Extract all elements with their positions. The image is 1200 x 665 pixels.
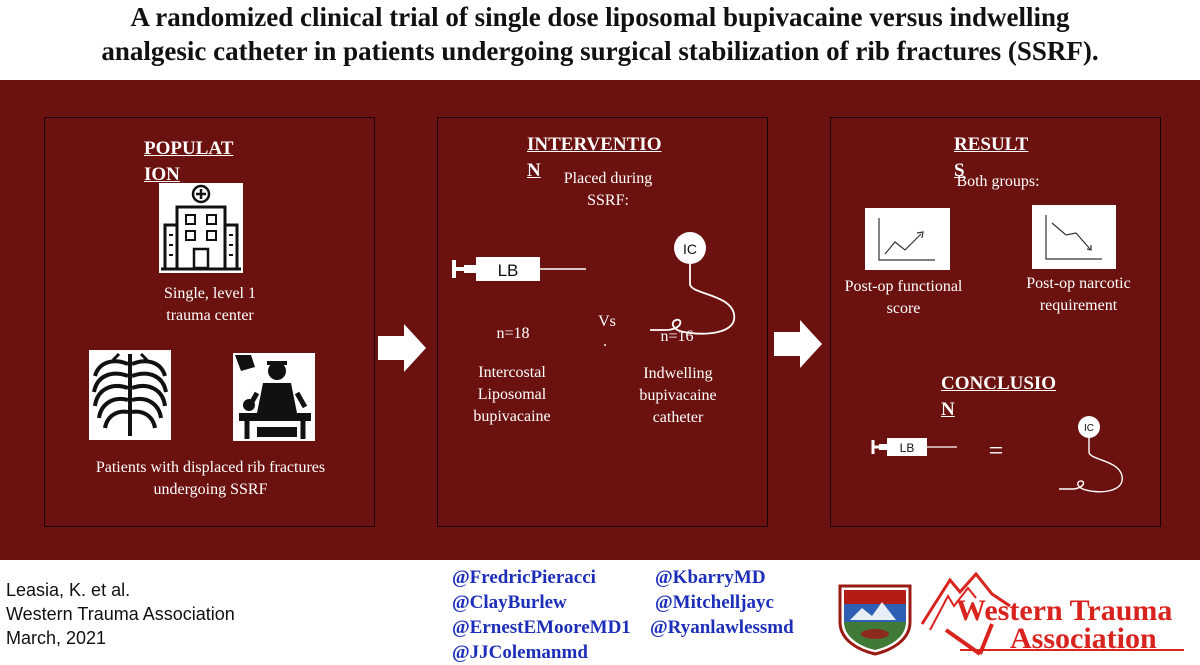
trend-up-chart-icon	[865, 208, 950, 270]
main-area: POPULATION Single, level 1 trauma center	[0, 80, 1200, 560]
conclusion-heading: CONCLUSION	[941, 373, 1057, 420]
results-both-text: Both groups:	[956, 173, 1040, 190]
population-center-text: Single, level 1 trauma center	[164, 285, 256, 324]
citation-author: Leasia, K. et al.	[6, 580, 131, 600]
slide-title: A randomized clinical trial of single do…	[0, 0, 1200, 80]
conclusion-catheter-icon: IC	[1059, 416, 1123, 493]
ic-n-text: n=16	[660, 328, 694, 345]
intervention-panel: INTERVENTION Placed during SSRF: LB Vs .…	[437, 117, 768, 527]
surgeon-patient-icon	[233, 353, 315, 441]
functional-score-text: Post-op functional score	[844, 278, 963, 317]
footer: Leasia, K. et al. Western Trauma Associa…	[0, 560, 1200, 663]
conclusion-catheter-label: IC	[1084, 423, 1094, 434]
conclusion-syringe-label: LB	[900, 441, 915, 455]
trend-down-chart-icon	[1032, 205, 1116, 269]
results-heading: RESULTS	[954, 134, 1029, 181]
arrow-right-icon	[774, 320, 822, 368]
results-panel: RESULTS Both groups: Post-op functional …	[830, 117, 1161, 527]
arrow-right-icon	[378, 324, 426, 372]
twitter-handle[interactable]: @ClayBurlew	[452, 592, 567, 613]
population-heading: POPULATION	[144, 138, 234, 185]
title-line-2: analgesic catheter in patients undergoin…	[101, 36, 1099, 66]
association-badge-logo	[838, 584, 912, 656]
logo-line-1: Western Trauma	[956, 594, 1172, 627]
twitter-handle[interactable]: @JJColemanmd	[452, 642, 588, 663]
intervention-heading: INTERVENTION	[527, 134, 662, 181]
title-line-1: A randomized clinical trial of single do…	[130, 2, 1070, 32]
conclusion-syringe-icon: LB	[871, 438, 957, 456]
twitter-handle[interactable]: @FredricPieracci	[452, 567, 596, 588]
vs-text: Vs	[598, 313, 616, 330]
lb-n-text: n=18	[496, 325, 530, 342]
population-patients-text: Patients with displaced rib fractures un…	[95, 459, 326, 498]
ic-description: Indwelling bupivacaine catheter	[639, 365, 717, 426]
catheter-label: IC	[683, 241, 697, 257]
rib-cage-icon	[89, 350, 171, 440]
twitter-handle[interactable]: @KbarryMD	[655, 567, 766, 588]
twitter-handle[interactable]: @Ryanlawlessmd	[650, 617, 794, 638]
western-trauma-association-logo: Western Trauma Association	[920, 571, 1184, 656]
twitter-handle[interactable]: @ErnestEMooreMD1	[452, 617, 631, 638]
lb-description: Intercostal Liposomal bupivacaine	[473, 364, 551, 425]
equals-sign: =	[988, 436, 1004, 465]
citation-org: Western Trauma Association	[6, 604, 235, 624]
syringe-icon: LB	[452, 257, 586, 281]
citation: Leasia, K. et al. Western Trauma Associa…	[6, 578, 235, 650]
citation-date: March, 2021	[6, 628, 107, 648]
narcotic-requirement-text: Post-op narcotic requirement	[1026, 275, 1131, 314]
syringe-label: LB	[498, 261, 519, 280]
catheter-icon: IC	[650, 232, 735, 335]
intervention-placed-text: Placed during SSRF:	[563, 170, 653, 209]
hospital-icon	[159, 183, 243, 273]
population-panel: POPULATION Single, level 1 trauma center	[44, 117, 375, 527]
vs-dot: .	[603, 333, 607, 350]
twitter-handle[interactable]: @Mitchelljayc	[655, 592, 774, 613]
